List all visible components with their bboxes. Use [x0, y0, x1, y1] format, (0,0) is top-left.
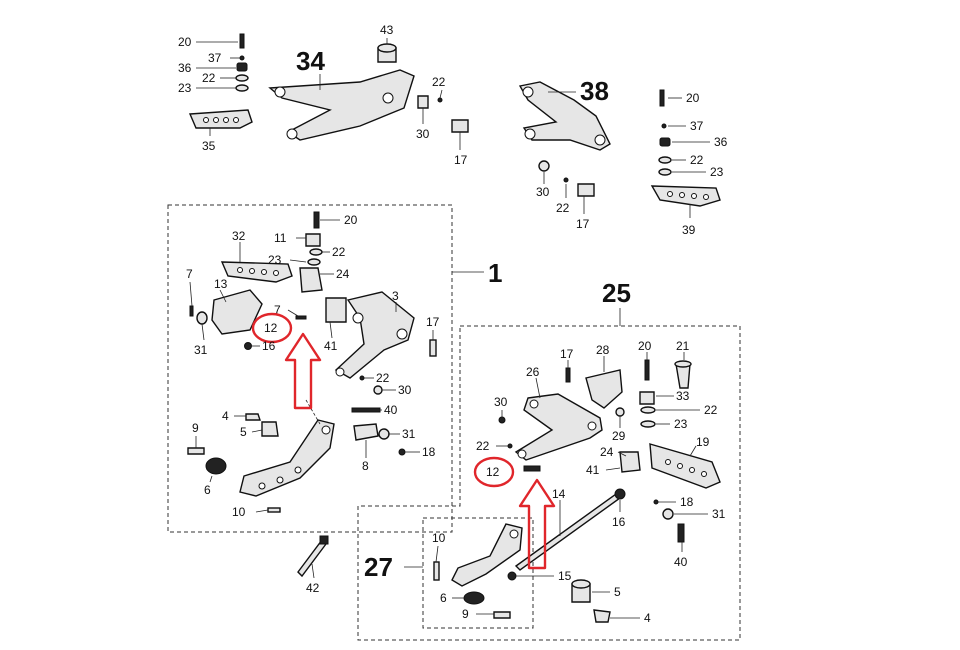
part-23: 23: [178, 81, 192, 95]
part-39-tr: 39: [682, 223, 696, 237]
part-11-a1: 11: [274, 231, 287, 245]
part-20: 20: [178, 35, 192, 49]
washer-22-top: [437, 97, 443, 103]
highlight-circle-12-a25: [473, 456, 515, 488]
part-31b-a1: 31: [402, 427, 416, 441]
part-24-a1: 24: [336, 267, 350, 281]
part-22-top-right: 22: [556, 201, 570, 215]
part-22: 22: [202, 71, 216, 85]
part-20-a25: 20: [638, 339, 652, 353]
part-23-a25: 23: [674, 417, 688, 431]
part-5-a1: 5: [240, 425, 247, 439]
part-5-a27: 5: [614, 585, 621, 599]
part-41-a1: 41: [324, 339, 338, 353]
part-22b-a1: 22: [376, 371, 390, 385]
part-23-tr: 23: [710, 165, 724, 179]
part-22-top-mid: 22: [432, 75, 446, 89]
part-14-a25: 14: [552, 487, 566, 501]
part-36: 36: [178, 61, 192, 75]
part-42: 42: [306, 581, 320, 595]
part-3-a1: 3: [392, 289, 399, 303]
part-37: 37: [208, 51, 222, 65]
part-18-a1: 18: [422, 445, 436, 459]
assembly-label-34: 34: [296, 46, 325, 76]
assembly-label-38: 38: [580, 76, 609, 106]
part-24-a25: 24: [600, 445, 614, 459]
part-20-tr: 20: [686, 91, 700, 105]
highlight-arrow-up-left: [284, 332, 322, 410]
part-17-top-right: 17: [576, 217, 590, 231]
part-4-a1: 4: [222, 409, 229, 423]
part-30-a25: 30: [494, 395, 508, 409]
part-28-a25: 28: [596, 343, 610, 357]
part-41-a25: 41: [586, 463, 600, 477]
bracket-38: [518, 81, 611, 151]
assembly-label-25: 25: [602, 278, 631, 308]
part-17-a1: 17: [426, 315, 440, 329]
part-23-a1: 23: [268, 253, 282, 267]
part-18-a25: 18: [680, 495, 694, 509]
part-40-a1: 40: [384, 403, 398, 417]
assembly-25-parts: [498, 359, 721, 623]
assembly-1-parts: [187, 211, 437, 513]
part-9-a27: 9: [462, 607, 469, 621]
part-43-bushing: [377, 43, 397, 63]
highlight-circle-12-a1: [251, 312, 293, 344]
part-12-a25: 12: [486, 465, 500, 479]
part-20-a1: 20: [344, 213, 358, 227]
part-30-top-right: 30: [536, 185, 550, 199]
assembly-label-1: 1: [488, 258, 502, 288]
part-21-a25: 21: [676, 339, 690, 353]
part-16-a1: 16: [262, 339, 276, 353]
part-6-a27: 6: [440, 591, 447, 605]
part-8-a1: 8: [362, 459, 369, 473]
part-7b-a1: 7: [274, 303, 281, 317]
assembly-25-box: [357, 325, 741, 641]
part-7-a1: 7: [186, 267, 193, 281]
part-4-a27: 4: [644, 611, 651, 625]
part-22-a1: 22: [332, 245, 346, 259]
part-17-top-mid: 17: [454, 153, 468, 167]
part-30-top-mid: 30: [416, 127, 430, 141]
part-31-a1: 31: [194, 343, 208, 357]
part-37-tr: 37: [690, 119, 704, 133]
part-36-tr: 36: [714, 135, 728, 149]
part-26-a25: 26: [526, 365, 540, 379]
assembly-label-27: 27: [364, 552, 393, 582]
highlight-arrow-up-right: [518, 478, 556, 570]
part-29-a25: 29: [612, 429, 626, 443]
shaft-42: [297, 535, 329, 578]
assembly-27-parts: [433, 523, 523, 619]
part-9-a1: 9: [192, 421, 199, 435]
top-left-hardware: [188, 33, 253, 129]
part-17-a25: 17: [560, 347, 574, 361]
part-33-a25: 33: [676, 389, 690, 403]
part-15-a27: 15: [558, 569, 572, 583]
part-32-a1: 32: [232, 229, 246, 243]
part-13-a1: 13: [214, 277, 228, 291]
part-22-tr: 22: [690, 153, 704, 167]
part-16-a25: 16: [612, 515, 626, 529]
part-22b-a25: 22: [476, 439, 490, 453]
top-right-hardware: [650, 89, 721, 207]
part-40-a25: 40: [674, 555, 688, 569]
part-10-a1: 10: [232, 505, 246, 519]
bracket-34: [268, 69, 415, 141]
assembly-1-box: [167, 204, 453, 533]
assembly-27-box: [422, 517, 534, 629]
part-6-a1: 6: [204, 483, 211, 497]
part-22-a25: 22: [704, 403, 718, 417]
part-19-a25: 19: [696, 435, 710, 449]
part-12-a1: 12: [264, 321, 278, 335]
part-31-a25: 31: [712, 507, 726, 521]
part-43: 43: [380, 23, 394, 37]
part-35: 35: [202, 139, 216, 153]
part-30-a1: 30: [398, 383, 412, 397]
part-10-a27: 10: [432, 531, 446, 545]
